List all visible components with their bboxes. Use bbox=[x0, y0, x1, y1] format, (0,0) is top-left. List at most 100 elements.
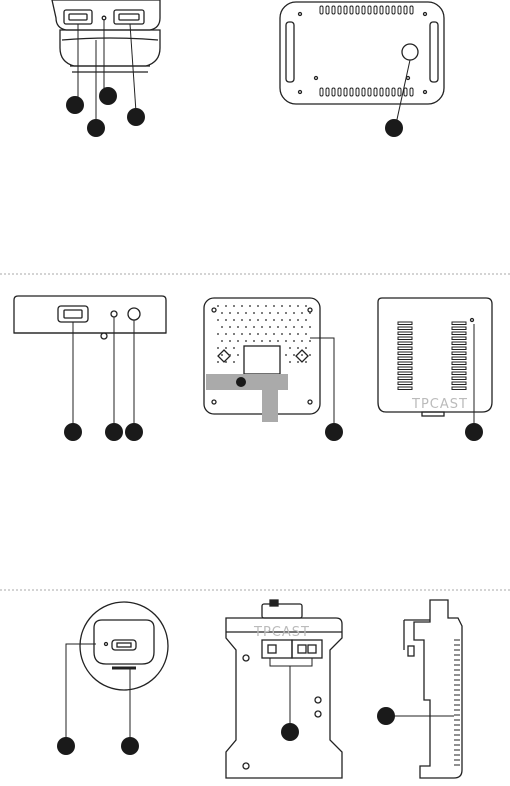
perforation-dot bbox=[233, 319, 235, 321]
callout-line-2d bbox=[310, 338, 334, 428]
vent-slot bbox=[326, 6, 329, 14]
perforation-dot bbox=[225, 305, 227, 307]
vent-slot bbox=[404, 6, 407, 14]
perforation-dot bbox=[269, 326, 271, 328]
perforation-dot bbox=[297, 319, 299, 321]
perforation-dot bbox=[217, 361, 219, 363]
vent-bar bbox=[452, 352, 466, 355]
perforation-dot bbox=[301, 312, 303, 314]
vent-bar bbox=[452, 332, 466, 335]
vent-column-right bbox=[452, 322, 466, 390]
vent-slot bbox=[362, 6, 365, 14]
callout-dot bbox=[57, 737, 75, 755]
perforation-dot bbox=[301, 354, 303, 356]
perforation-dot bbox=[297, 305, 299, 307]
perforation-dot bbox=[305, 347, 307, 349]
perforation-dot bbox=[233, 347, 235, 349]
vent-slot bbox=[380, 6, 383, 14]
callout-dot bbox=[281, 723, 299, 741]
perforation-dot bbox=[253, 340, 255, 342]
perforation-dot bbox=[221, 312, 223, 314]
vent-slot bbox=[398, 6, 401, 14]
perforation-dot bbox=[245, 312, 247, 314]
perforation-dot bbox=[253, 312, 255, 314]
perforation-dot bbox=[285, 354, 287, 356]
perforation-dot bbox=[225, 319, 227, 321]
perforation-dot bbox=[305, 305, 307, 307]
perforation-dot bbox=[281, 305, 283, 307]
vent-slot bbox=[338, 6, 341, 14]
perforation-dot bbox=[245, 340, 247, 342]
perforation-dot bbox=[277, 326, 279, 328]
callout-dot bbox=[66, 96, 84, 114]
perforation-dot bbox=[241, 333, 243, 335]
perforation-dot bbox=[297, 347, 299, 349]
vent-column-left bbox=[398, 322, 412, 390]
vent-slot bbox=[356, 88, 359, 96]
transmitter-side-view bbox=[14, 296, 166, 339]
brand-logo-text: TPCAST bbox=[411, 397, 468, 412]
perforation-dot bbox=[225, 347, 227, 349]
callout-dot bbox=[105, 423, 123, 441]
vent-bar bbox=[452, 342, 466, 345]
vent-slot bbox=[404, 88, 407, 96]
perforation-dot bbox=[309, 312, 311, 314]
mount-plate-vertical bbox=[262, 374, 278, 422]
perforation-dot bbox=[221, 354, 223, 356]
vent-bar bbox=[452, 327, 466, 330]
callout-dot bbox=[377, 707, 395, 725]
perforation-dot bbox=[305, 319, 307, 321]
perforation-dot bbox=[273, 305, 275, 307]
vent-bar bbox=[452, 367, 466, 370]
callout-line-1d bbox=[130, 24, 136, 112]
perforation-dot bbox=[249, 319, 251, 321]
vent-bar bbox=[452, 337, 466, 340]
perforation-dot bbox=[233, 361, 235, 363]
perforation-dot bbox=[293, 340, 295, 342]
vent-bar bbox=[452, 357, 466, 360]
callout-dot bbox=[125, 423, 143, 441]
perforation-dot bbox=[269, 340, 271, 342]
vent-slot bbox=[392, 88, 395, 96]
vent-bar bbox=[452, 347, 466, 350]
perforation-dot bbox=[229, 326, 231, 328]
perforation-dot bbox=[261, 340, 263, 342]
perforation-dot bbox=[233, 333, 235, 335]
callout-dot bbox=[465, 423, 483, 441]
vent-slot bbox=[332, 88, 335, 96]
vent-bar bbox=[452, 382, 466, 385]
vent-slot bbox=[374, 6, 377, 14]
perforation-dot bbox=[229, 312, 231, 314]
perforation-dot bbox=[305, 361, 307, 363]
perforation-dot bbox=[217, 333, 219, 335]
perforation-dot bbox=[309, 326, 311, 328]
vent-bar bbox=[398, 362, 412, 365]
vent-slot bbox=[386, 88, 389, 96]
vent-slot bbox=[398, 88, 401, 96]
vent-bar bbox=[398, 382, 412, 385]
vent-bar bbox=[398, 357, 412, 360]
perforation-dot bbox=[261, 312, 263, 314]
perforation-dot bbox=[253, 326, 255, 328]
perforation-dot bbox=[237, 326, 239, 328]
callout-dot bbox=[87, 119, 105, 137]
vent-bar bbox=[398, 337, 412, 340]
perforation-dot bbox=[301, 340, 303, 342]
vent-slots-top bbox=[320, 6, 413, 14]
device-section-3: TPCAST bbox=[57, 600, 462, 778]
perforation-dot bbox=[257, 305, 259, 307]
vent-bar bbox=[452, 362, 466, 365]
vent-bar bbox=[398, 367, 412, 370]
perforation-dot bbox=[285, 326, 287, 328]
vent-slot bbox=[374, 88, 377, 96]
vent-slot bbox=[344, 6, 347, 14]
callout-dot bbox=[325, 423, 343, 441]
perforation-dot bbox=[245, 326, 247, 328]
callout-dot bbox=[385, 119, 403, 137]
callout-dot bbox=[99, 87, 117, 105]
mount-screw-dot bbox=[236, 377, 246, 387]
perforation-dot bbox=[265, 305, 267, 307]
vent-slot bbox=[392, 6, 395, 14]
vent-bar bbox=[398, 347, 412, 350]
vent-slot bbox=[356, 6, 359, 14]
